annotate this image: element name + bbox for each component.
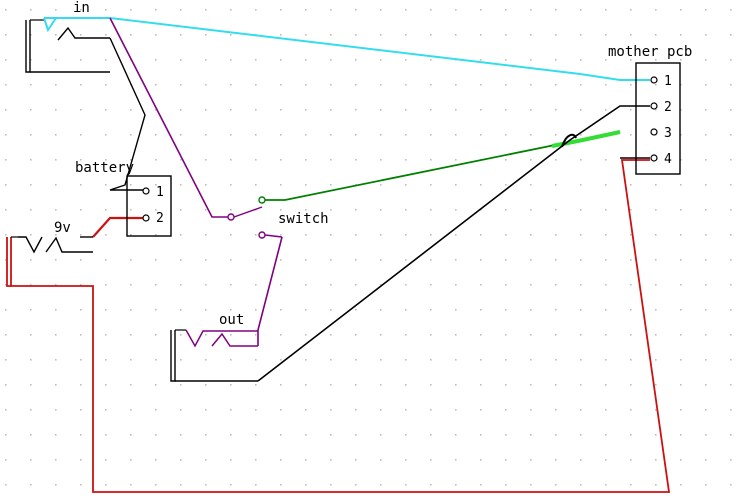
pcb-pin-4-label: 4 [664,152,672,167]
label-in: in [73,0,90,16]
battery-pin-2-label: 2 [156,211,164,226]
label-mother-pcb: mother pcb [608,44,692,60]
output-jack [170,329,258,382]
pcb-pin-3-label: 3 [664,126,672,141]
wire-black-output-to-pcb2 [257,105,650,382]
pcb-pin-1-terminal [650,76,658,84]
wire-crossover-mark [561,133,577,148]
battery-connector [126,175,172,237]
label-battery: battery [75,160,134,176]
label-9v: 9v [54,220,71,236]
wire-bright-green-pcb3 [551,130,621,148]
9v-jack [6,236,93,287]
battery-pin-1-terminal [142,187,150,195]
mother-pcb [620,62,681,175]
wire-black-input-to-battery [109,37,146,191]
battery-pin-2-terminal [142,214,150,222]
pcb-pin-4-terminal [650,154,658,162]
wire-cyan-input-to-pcb1 [44,17,650,81]
input-jack [25,17,110,73]
wire-purple-switch-to-output [257,236,283,346]
pcb-pin-2-terminal [650,102,658,110]
switch [227,196,283,239]
label-out: out [219,312,244,328]
switch-terminal-common [227,213,235,221]
switch-terminal-b [258,231,266,239]
switch-terminal-a [258,196,266,204]
label-switch: switch [278,211,329,227]
pcb-pin-2-label: 2 [664,100,672,115]
pcb-pin-3-terminal [650,128,658,136]
pcb-pin-1-label: 1 [664,74,672,89]
wire-purple-input-to-switch [109,17,230,218]
battery-pin-1-label: 1 [156,185,164,200]
wire-red-9v-to-battery [92,216,145,238]
